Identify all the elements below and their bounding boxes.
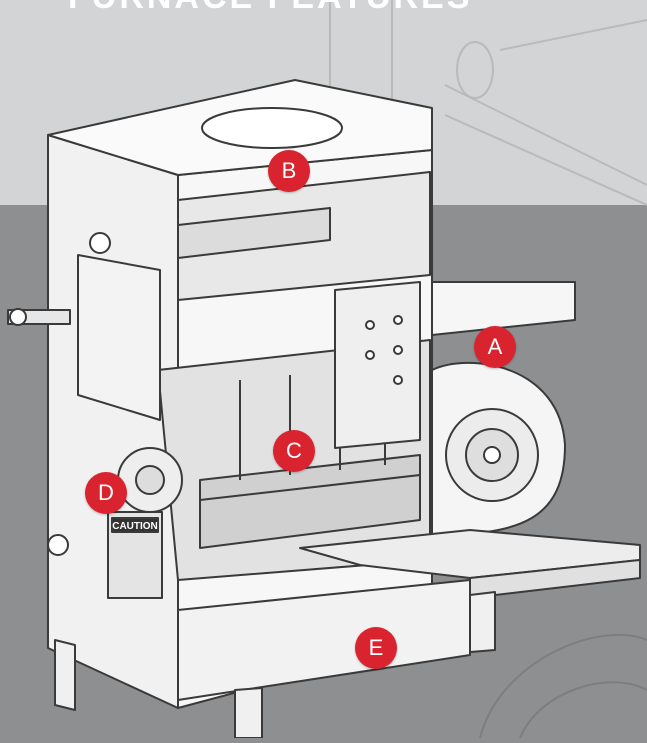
- right-shelf: [431, 281, 576, 336]
- marker-c: C: [273, 430, 315, 472]
- lower-knob: [47, 534, 69, 556]
- marker-e: E: [355, 627, 397, 669]
- marker-a: A: [474, 326, 516, 368]
- leg-left-front: [54, 639, 76, 711]
- background-wheel: [479, 633, 647, 739]
- marker-b: B: [268, 150, 310, 192]
- caution-plate-text: CAUTION: [112, 521, 158, 532]
- heat-exchanger-panel: [334, 281, 421, 449]
- left-door: [77, 254, 161, 421]
- upper-knob: [89, 232, 111, 254]
- left-side-panel: [47, 134, 179, 709]
- page-title: FURNACE FEATURES: [68, 0, 472, 17]
- marker-d: D: [85, 472, 127, 514]
- leg-middle: [234, 687, 263, 739]
- top-vent-opening: [201, 107, 343, 149]
- upper-shelf: [177, 207, 331, 259]
- burner-tray: [199, 454, 421, 549]
- base-pan: [177, 579, 471, 701]
- leg-right: [469, 591, 496, 653]
